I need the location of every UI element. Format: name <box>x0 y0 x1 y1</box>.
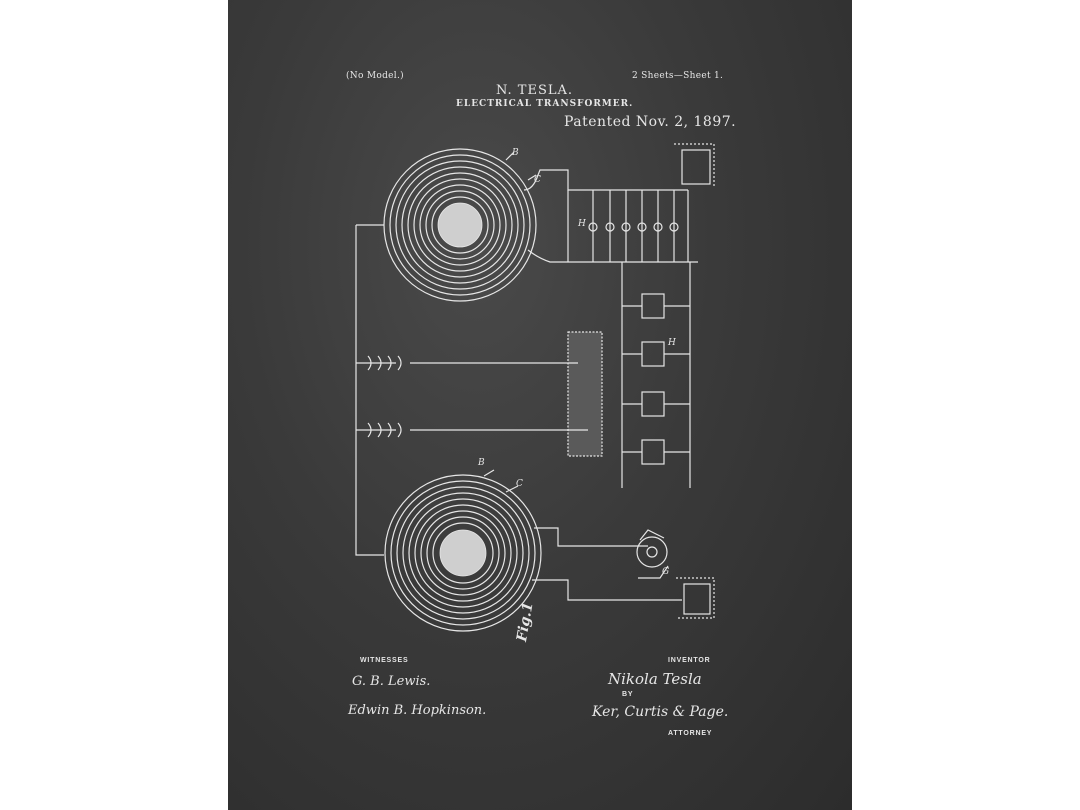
witness-signature-1: G. B. Lewis. <box>352 674 431 689</box>
part-label-h-lower: H <box>667 338 676 348</box>
transformer-drawing: B C H H B C G <box>355 143 715 632</box>
lamp-ladder <box>621 262 691 488</box>
witnesses-label: WITNESSES <box>360 657 409 664</box>
inventor-label: INVENTOR <box>668 657 711 664</box>
sheet-count: 2 Sheets—Sheet 1. <box>632 71 724 81</box>
part-label-g: G <box>662 567 669 577</box>
part-label-b-lower: B <box>477 458 485 468</box>
by-label: BY <box>622 691 634 698</box>
attorney-signature: Ker, Curtis & Page. <box>592 704 729 720</box>
part-label-b-upper: B <box>511 148 519 158</box>
attorney-label: ATTORNEY <box>668 730 713 737</box>
inventor-signature: Nikola Tesla <box>608 670 702 688</box>
witness-signature-2: Edwin B. Hopkinson. <box>348 703 487 718</box>
no-model-note: (No Model.) <box>346 71 404 81</box>
upper-spiral-coil <box>383 148 537 302</box>
patent-chalkboard: (No Model.) N. TESLA. ELECTRICAL TRANSFO… <box>228 0 852 810</box>
condenser-bank-upper <box>588 190 679 262</box>
lower-spiral-coil <box>384 474 542 632</box>
patent-title: ELECTRICAL TRANSFORMER. <box>456 99 634 109</box>
pulley-g <box>636 529 668 568</box>
patent-date: Patented Nov. 2, 1897. <box>564 114 737 130</box>
part-label-c-lower: C <box>516 479 523 489</box>
part-label-h-upper: H <box>577 219 586 229</box>
inventor-heading: N. TESLA. <box>496 83 574 98</box>
part-label-c-upper: C <box>534 175 541 185</box>
